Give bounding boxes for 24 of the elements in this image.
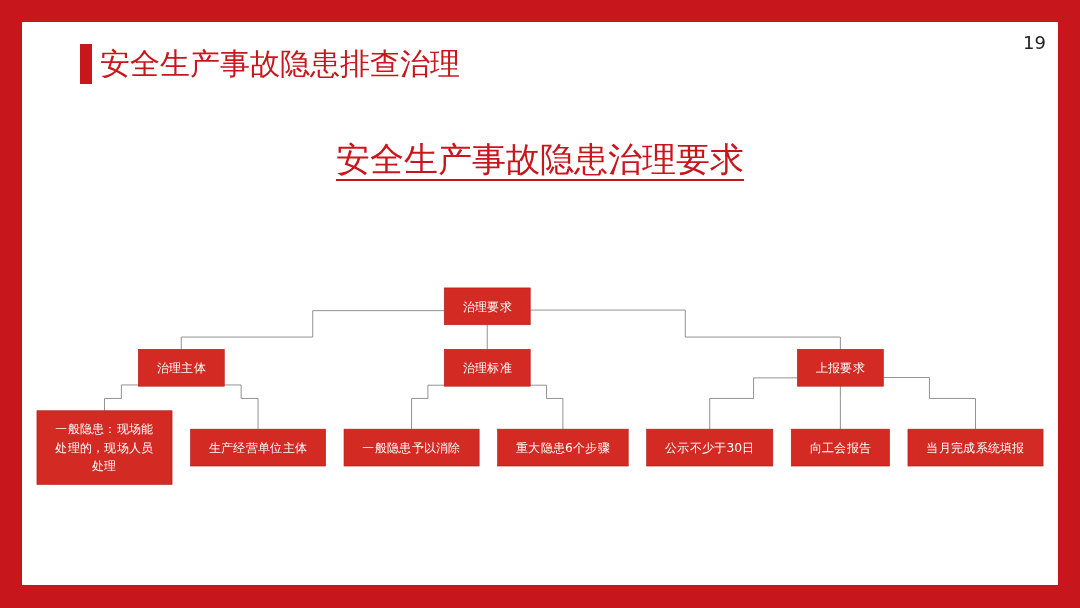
connector bbox=[882, 376, 976, 430]
node-box: 治理主体 bbox=[137, 348, 225, 387]
node-box: 上报要求 bbox=[797, 348, 884, 387]
connector bbox=[529, 384, 564, 430]
node-box: 公示不少于30日 bbox=[646, 428, 774, 467]
slide-title: 安全生产事故隐患排查治理 bbox=[80, 44, 460, 84]
node-box: 当月完成系统填报 bbox=[907, 428, 1044, 467]
node-box: 向工会报告 bbox=[790, 428, 890, 467]
node-box: 生产经营单位主体 bbox=[190, 428, 326, 467]
section-heading: 安全生产事故隐患治理要求 bbox=[336, 139, 744, 181]
node-box: 重大隐患6个步骤 bbox=[497, 428, 629, 467]
node-box: 一般隐患：现场能处理的，现场人员处理 bbox=[36, 410, 173, 485]
node-box: 一般隐患予以消除 bbox=[343, 428, 480, 467]
connector bbox=[411, 384, 445, 430]
connector bbox=[529, 309, 841, 350]
connector bbox=[104, 384, 139, 411]
connector bbox=[180, 310, 445, 350]
connector bbox=[709, 377, 798, 430]
node-box: 治理要求 bbox=[443, 287, 531, 325]
connector bbox=[223, 384, 259, 430]
node-box: 治理标准 bbox=[443, 348, 531, 387]
page-number: 19 bbox=[1023, 32, 1046, 53]
connector bbox=[486, 324, 488, 350]
connector bbox=[839, 385, 841, 430]
